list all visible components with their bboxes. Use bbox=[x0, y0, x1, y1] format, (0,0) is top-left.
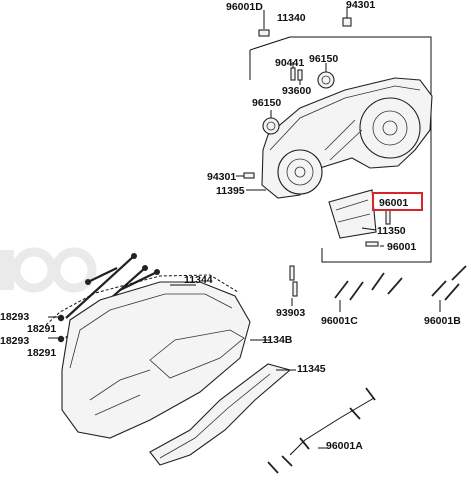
outer-cover-rim bbox=[69, 293, 233, 369]
screw-set-96001c bbox=[334, 272, 403, 301]
oil-seal-left-inner bbox=[266, 121, 276, 131]
label-96001c: 96001C bbox=[321, 315, 358, 327]
label-11395: 11395 bbox=[216, 185, 245, 197]
label-96001a: 96001A bbox=[326, 440, 363, 452]
pin-90441 bbox=[290, 67, 296, 81]
outer-cover bbox=[61, 281, 251, 439]
inner-cover-group bbox=[236, 7, 433, 263]
driven-pulley-hub bbox=[382, 120, 398, 136]
label-96150-left: 96150 bbox=[252, 97, 281, 109]
oil-seal-top bbox=[317, 71, 335, 89]
outer-cover-group bbox=[45, 253, 467, 474]
small-cover-lines bbox=[335, 199, 371, 223]
outer-cover-ribs bbox=[89, 369, 151, 416]
drive-pulley-hub bbox=[294, 166, 306, 178]
gasket-11344 bbox=[45, 274, 239, 326]
label-96001b: 96001B bbox=[424, 315, 461, 327]
label-11344: 11344 bbox=[184, 274, 213, 286]
small-cover-11350 bbox=[328, 189, 377, 239]
screw-96001 bbox=[385, 209, 391, 225]
trim-11345 bbox=[149, 363, 292, 466]
label-18291-b: 18291 bbox=[27, 347, 56, 359]
label-94301-top: 94301 bbox=[346, 0, 375, 11]
leader-11350 bbox=[361, 227, 377, 231]
label-18293-b: 18293 bbox=[0, 335, 29, 347]
watermark bbox=[0, 247, 97, 293]
inner-cover-rim bbox=[269, 85, 421, 151]
label-94301-left: 94301 bbox=[207, 171, 236, 183]
nut-94301-left bbox=[243, 172, 255, 179]
pin-93600 bbox=[297, 69, 303, 81]
oil-seal-top-inner bbox=[321, 75, 331, 85]
screw-set-96001a bbox=[267, 387, 376, 474]
nut-94301-top bbox=[342, 17, 352, 27]
label-96001-highlighted: 96001 bbox=[379, 197, 408, 209]
label-96150-top: 96150 bbox=[309, 53, 338, 65]
driven-pulley-ring bbox=[372, 110, 408, 146]
label-11350: 11350 bbox=[377, 225, 406, 237]
drive-pulley-opening bbox=[277, 149, 323, 195]
screw-set-96001a-leader bbox=[289, 397, 375, 456]
screw-93903-a bbox=[289, 265, 295, 281]
label-96001-bottom: 96001 bbox=[387, 241, 416, 253]
label-93903: 93903 bbox=[276, 307, 305, 319]
label-1134b: 1134B bbox=[262, 334, 293, 346]
outer-cover-emblem bbox=[149, 329, 245, 379]
washer-18291-b bbox=[57, 335, 65, 343]
screw-96001-lower bbox=[365, 241, 379, 247]
inner-cover-ribs bbox=[324, 119, 363, 161]
label-18291-a: 18291 bbox=[27, 323, 56, 335]
highlight-box bbox=[372, 192, 423, 211]
label-11340: 11340 bbox=[277, 12, 306, 24]
label-11345: 11345 bbox=[297, 363, 326, 375]
group-outline-top-left bbox=[249, 36, 291, 51]
trim-detail bbox=[159, 373, 271, 459]
label-93600: 93600 bbox=[282, 85, 311, 97]
group-outline bbox=[290, 36, 432, 263]
label-96001d: 96001D bbox=[226, 1, 263, 13]
label-18293-a: 18293 bbox=[0, 311, 29, 323]
driven-pulley-opening bbox=[359, 97, 421, 159]
drive-pulley-ring bbox=[286, 158, 314, 186]
label-90441: 90441 bbox=[275, 57, 304, 69]
oil-seal-left bbox=[262, 117, 280, 135]
washer-18291-a bbox=[57, 314, 65, 322]
screw-set-96001b bbox=[431, 265, 467, 301]
screw-93903-b bbox=[292, 281, 298, 297]
bolt-96001d bbox=[258, 29, 270, 37]
